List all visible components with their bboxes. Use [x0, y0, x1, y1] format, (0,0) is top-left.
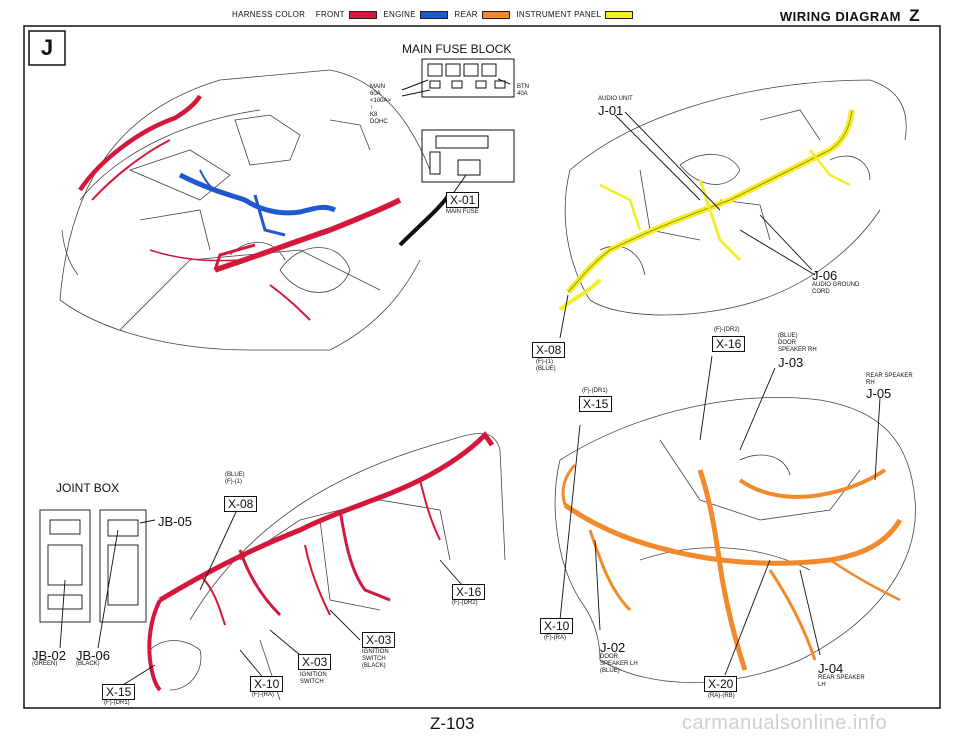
- connector-x08-panel: X-08: [224, 496, 258, 512]
- jb05-id: JB-05: [158, 514, 192, 529]
- legend-front-swatch: [348, 10, 377, 19]
- leader-lines: [117, 111, 881, 689]
- ip-harness: [565, 109, 855, 295]
- jb02-caption: (GREEN): [32, 661, 58, 667]
- btn-fuse-rating: BTN 40A: [517, 84, 529, 97]
- page-frame: [23, 25, 941, 709]
- joint-box-title: JOINT BOX: [56, 481, 120, 495]
- joint-box-drawing: [39, 509, 156, 649]
- audio-ground-label: AUDIO GROUND CORD: [812, 282, 860, 295]
- connector-x20: X-20: [704, 676, 738, 692]
- door-speaker-lh-id: J-02: [600, 640, 626, 655]
- jb06-caption: (BLACK): [76, 661, 100, 667]
- legend-engine-label: ENGINE: [383, 10, 416, 19]
- dashboard-drawing: [564, 79, 907, 316]
- front-harness-left: [78, 94, 202, 192]
- door-speaker-rh-id: J-03: [778, 355, 804, 370]
- audio-unit-label: AUDIO UNIT: [598, 96, 633, 102]
- legend-ip-swatch: [605, 10, 634, 19]
- audio-unit-id: J-01: [598, 103, 624, 118]
- section-box: [28, 30, 66, 66]
- connector-x15-panel: X-15: [102, 684, 136, 700]
- rear-speaker-lh-id: J-04: [818, 661, 844, 676]
- connector-x01-caption: MAIN FUSE: [446, 209, 479, 215]
- jb02-id: JB-02: [32, 648, 66, 663]
- connector-x16-panel: X-16: [452, 584, 486, 600]
- connector-x10-panel: X-10: [250, 676, 284, 692]
- connector-x20-code: (RA)-(RB): [708, 693, 735, 699]
- connector-x08-panel-caption: (BLUE) (F)-(1): [225, 472, 245, 485]
- connector-x01: X-01: [446, 192, 480, 208]
- door-speaker-rh-caption: (BLUE) DOOR SPEAKER RH: [778, 333, 817, 353]
- connector-x03-a-caption: IGNITION SWITCH (BLACK): [362, 649, 389, 669]
- legend-rear-swatch: [481, 10, 510, 19]
- fuse-block-diagram: [401, 58, 515, 196]
- door-speaker-lh-caption: DOOR SPEAKER LH (BLUE): [600, 654, 638, 674]
- engine-bay-drawing: [59, 69, 431, 351]
- rear-speaker-lh-caption: REAR SPEAKER LH: [818, 675, 865, 688]
- watermark: carmanualsonline.info: [682, 712, 888, 734]
- connector-x03-a: X-03: [362, 632, 396, 648]
- panel-harness-main: [158, 431, 495, 603]
- connector-x16-code: (F)-(DR2): [714, 327, 740, 333]
- legend-engine-swatch: [419, 10, 448, 19]
- page-number: Z-103: [430, 714, 475, 733]
- connector-x16-rear: X-16: [712, 336, 746, 352]
- page-title-text: WIRING DIAGRAM: [779, 9, 901, 24]
- connector-x15-rear: X-15: [579, 396, 613, 412]
- connector-x15-rear-code: (F)-(DR1): [582, 388, 608, 394]
- legend-caption: HARNESS COLOR: [232, 10, 306, 19]
- connector-x16-panel-code: (F)-(DR2): [452, 600, 478, 606]
- front-harness-main: [214, 197, 402, 273]
- audio-ground-id: J-06: [812, 268, 838, 283]
- connector-x08-top-caption: (F)-(1) (BLUE): [536, 359, 556, 372]
- page-title-letter: Z: [909, 6, 920, 25]
- connector-x08-top: X-08: [532, 342, 566, 358]
- harness-color-legend: HARNESS COLOR FRONT ENGINE REAR INSTRUME…: [232, 10, 637, 19]
- legend-ip-label: INSTRUMENT PANEL: [516, 10, 602, 19]
- main-fuse-rating: MAIN 60A <100A> ↑ K8 DOHC: [370, 84, 392, 125]
- fuse-block-title: MAIN FUSE BLOCK: [402, 42, 512, 56]
- connector-x15-panel-code: (F)-(DR1): [104, 700, 130, 706]
- legend-rear-label: REAR: [454, 10, 478, 19]
- connector-x10-panel-code: (F)-(RA): [252, 692, 274, 698]
- section-letter: J: [40, 35, 54, 60]
- legend-front-label: FRONT: [315, 10, 345, 19]
- connector-x10-rear-code: (F)-(RA): [544, 635, 566, 641]
- rear-speaker-rh-id: J-05: [866, 386, 892, 401]
- connector-x10-rear: X-10: [540, 618, 574, 634]
- rear-speaker-rh-caption: REAR SPEAKER RH: [866, 373, 913, 386]
- connector-x10-panel-caption: IGNITION SWITCH: [300, 672, 327, 685]
- connector-x03-b: X-03: [298, 654, 332, 670]
- jb06-id: JB-06: [76, 648, 110, 663]
- page-title: WIRING DIAGRAM Z: [780, 6, 920, 26]
- rear-harness-main: [563, 502, 903, 566]
